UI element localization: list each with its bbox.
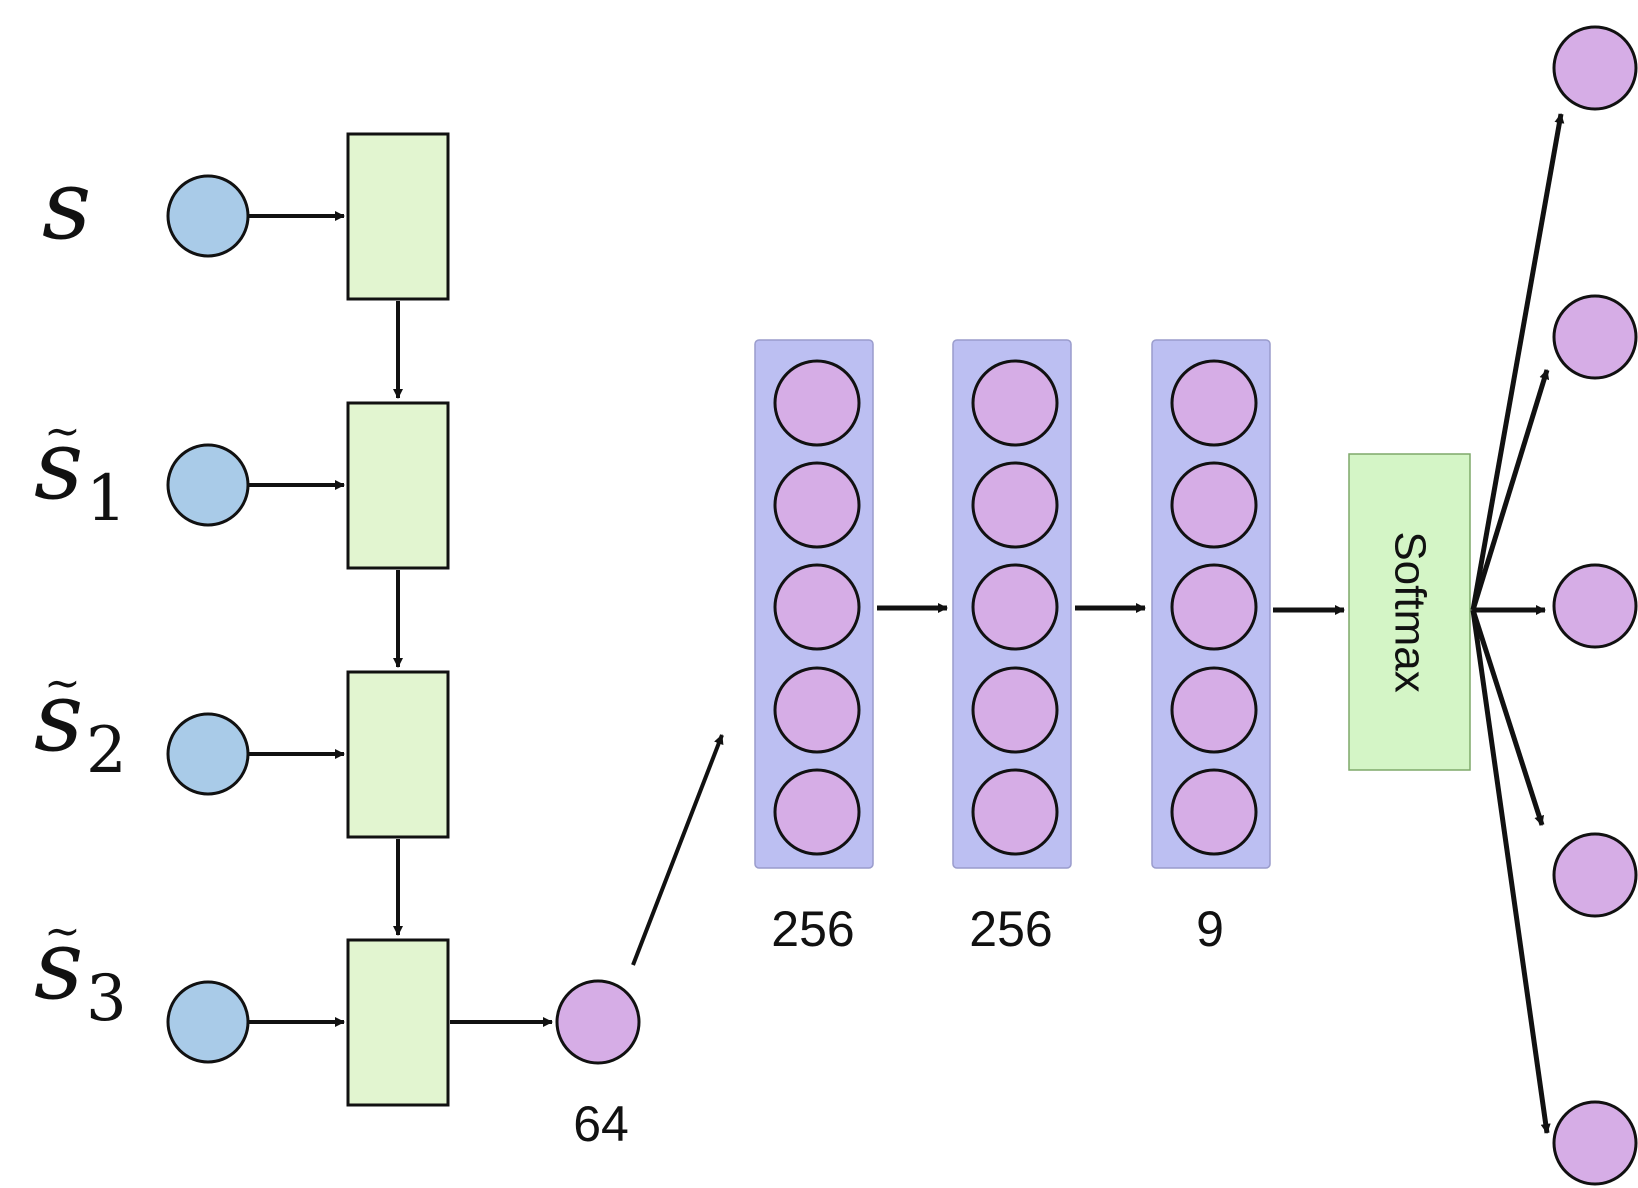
dense-layer-1	[754, 339, 874, 869]
output-node-4	[1552, 832, 1638, 918]
softmax-label: Softmax	[1386, 531, 1435, 692]
input-label-s-base: s	[42, 149, 91, 261]
input-label-s2: s ~ 2	[34, 658, 127, 788]
input-label-s3-sub: 3	[86, 962, 127, 1036]
dense-layer-2-size: 256	[969, 901, 1052, 957]
dense-layer-1-size: 256	[771, 901, 854, 957]
recurrent-cell-1	[346, 132, 450, 301]
output-node-5	[1552, 1100, 1638, 1186]
dense-layer-3-neuron	[1170, 768, 1258, 856]
arrow-softmax-to-output-4	[1470, 609, 1545, 826]
input-node-s3	[166, 980, 250, 1064]
input-label-s1-sub: 1	[86, 462, 127, 536]
input-node-s2	[166, 712, 250, 796]
dense-layer-3-neuron	[1170, 461, 1258, 549]
arrow-softmax-to-output-2	[1470, 369, 1550, 611]
arrow-softmax-to-output-1	[1470, 113, 1565, 611]
recurrent-cell-4	[346, 938, 450, 1107]
encoding-node	[555, 979, 641, 1065]
dense-layer-3	[1151, 339, 1271, 869]
dense-layer-2-neuron	[971, 461, 1059, 549]
dense-layer-1-neuron	[773, 461, 861, 549]
input-label-s1-tilde: ~	[44, 406, 81, 457]
input-label-s2-sub: 2	[86, 714, 127, 788]
dense-layer-1-neuron	[773, 666, 861, 754]
input-label-s3-tilde: ~	[44, 906, 81, 957]
recurrent-cell-3	[346, 670, 450, 839]
output-node-3	[1552, 563, 1638, 649]
input-node-s	[166, 174, 250, 258]
dense-layer-1-neuron	[773, 768, 861, 856]
recurrent-cell-2	[346, 401, 450, 570]
dense-layer-3-neuron	[1170, 666, 1258, 754]
input-label-s: s	[42, 149, 91, 261]
output-node-2	[1552, 294, 1638, 380]
dense-layer-3-neuron	[1170, 563, 1258, 651]
input-label-s2-base: s	[34, 661, 83, 773]
dense-layer-2-neuron	[971, 768, 1059, 856]
dense-layer-1-neuron	[773, 563, 861, 651]
output-node-1	[1552, 25, 1638, 111]
input-node-s1	[166, 443, 250, 527]
dense-layer-2-neuron	[971, 563, 1059, 651]
arrow-encoding-to-layer-1	[631, 734, 724, 966]
encoding-size-label: 64	[573, 1096, 629, 1152]
dense-layer-3-size: 9	[1196, 901, 1224, 957]
input-label-s2-tilde: ~	[44, 658, 81, 709]
softmax-box	[1348, 453, 1471, 771]
input-label-s3: s ~ 3	[34, 906, 127, 1036]
dense-layer-2-neuron	[971, 666, 1059, 754]
input-label-s3-base: s	[34, 909, 83, 1021]
input-label-s1: s ~ 1	[34, 406, 127, 536]
arrow-softmax-to-output-5	[1470, 609, 1551, 1134]
input-label-s1-base: s	[34, 409, 83, 521]
dense-layer-2	[952, 339, 1072, 869]
dense-layer-2-neuron	[971, 359, 1059, 447]
dense-layer-1-neuron	[773, 359, 861, 447]
dense-layer-3-neuron	[1170, 359, 1258, 447]
